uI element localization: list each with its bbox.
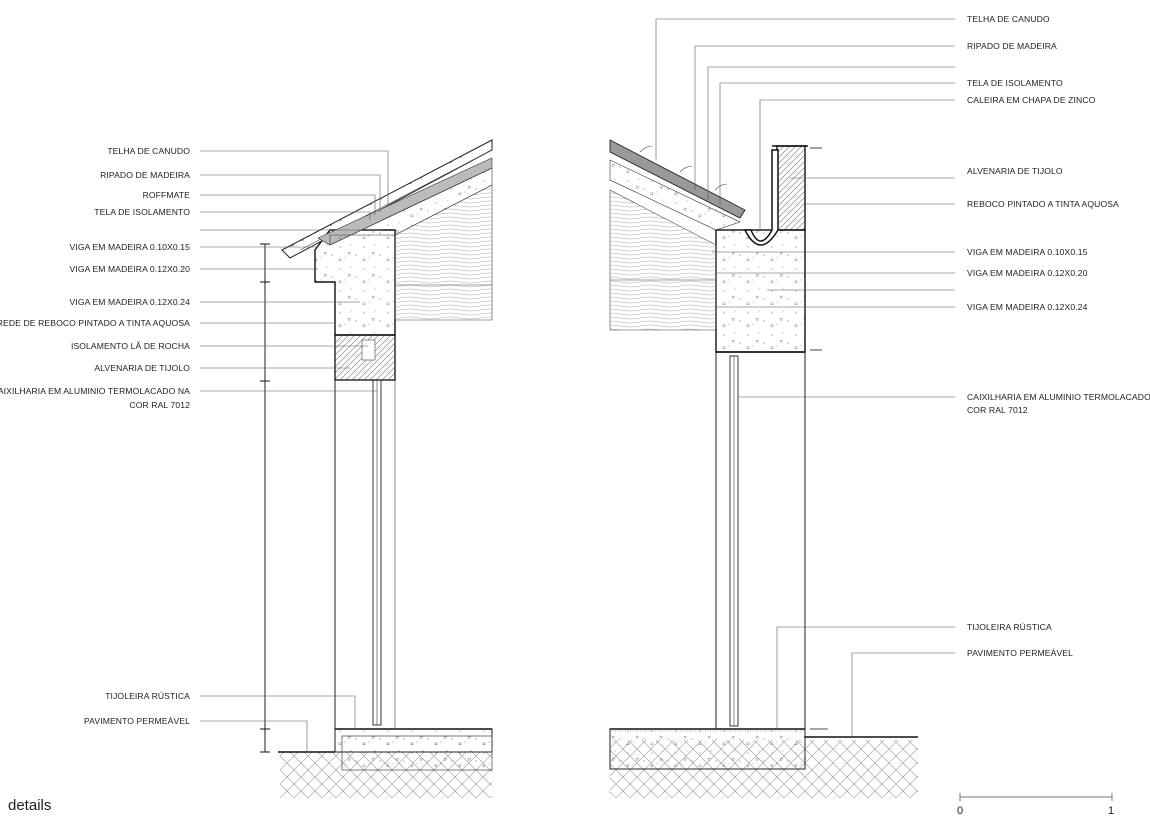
left-foundation [341, 735, 493, 771]
left-label-viga-015: VIGA EM MADEIRA 0.10X0.15 [70, 242, 191, 252]
right-roof-insulation [609, 159, 741, 231]
right-zinc-gutter [743, 149, 779, 246]
scale-end: 1 [1108, 805, 1114, 817]
right-label-tijoleira: TIJOLEIRA RÚSTICA [967, 622, 1052, 632]
right-label-viga-020: VIGA EM MADEIRA 0.12X0.20 [967, 268, 1088, 278]
left-label-pavimento: PAVIMENTO PERMEÁVEL [84, 716, 190, 726]
right-roof-tiles [609, 139, 746, 219]
scale-start: 0 [957, 805, 963, 817]
right-leaders [655, 18, 955, 737]
right-beam-block [715, 229, 806, 353]
right-detail [609, 139, 918, 798]
right-label-pavimento: PAVIMENTO PERMEÁVEL [967, 648, 1073, 658]
left-label-isolamento: ISOLAMENTO LÃ DE ROCHA [71, 341, 190, 351]
left-rockwool [361, 339, 376, 361]
left-label-parede: PAREDE DE REBOCO PINTADO A TINTA AQUOSA [0, 318, 190, 328]
right-label-caixilharia: CAIXILHARIA EM ALUMINIO TERMOLACADO NA [967, 392, 1150, 402]
right-label-tela: TELA DE ISOLAMENTO [967, 78, 1063, 88]
left-leaders [200, 150, 389, 752]
right-label-alvenaria: ALVENARIA DE TIJOLO [967, 166, 1063, 176]
scale-bar: 0 1 [957, 793, 1114, 817]
caption: details [8, 797, 52, 814]
left-roof-insulation [329, 167, 493, 246]
left-label-telha: TELHA DE CANUDO [107, 146, 190, 156]
right-parapet-brick [776, 145, 806, 231]
left-label-ripado: RIPADO DE MADEIRA [100, 170, 190, 180]
left-beam-block [314, 229, 396, 336]
level-markers [810, 147, 828, 738]
right-label-viga-024: VIGA EM MADEIRA 0.12X0.24 [967, 302, 1088, 312]
left-label-alvenaria: ALVENARIA DE TIJOLO [94, 363, 190, 373]
right-floor-slab [609, 728, 806, 770]
left-labels: TELHA DE CANUDO RIPADO DE MADEIRA ROFFMA… [0, 146, 190, 726]
left-label-cor-ral: COR RAL 7012 [129, 400, 190, 410]
right-label-ripado: RIPADO DE MADEIRA [967, 41, 1057, 51]
left-label-tela: TELA DE ISOLAMENTO [94, 207, 190, 217]
right-label-cor-ral: COR RAL 7012 [967, 405, 1028, 415]
left-label-viga-024: VIGA EM MADEIRA 0.12X0.24 [70, 297, 191, 307]
left-label-viga-020: VIGA EM MADEIRA 0.12X0.20 [70, 264, 191, 274]
right-label-viga-015: VIGA EM MADEIRA 0.10X0.15 [967, 247, 1088, 257]
left-detail [260, 139, 493, 798]
right-label-reboco: REBOCO PINTADO A TINTA AQUOSA [967, 199, 1119, 209]
right-label-telha: TELHA DE CANUDO [967, 14, 1050, 24]
left-label-roffmate: ROFFMATE [143, 190, 191, 200]
left-label-tijoleira: TIJOLEIRA RÚSTICA [105, 691, 190, 701]
right-labels: TELHA DE CANUDO RIPADO DE MADEIRA TELA D… [967, 14, 1150, 658]
right-label-caleira: CALEIRA EM CHAPA DE ZINCO [967, 95, 1096, 105]
right-ceiling-wood [609, 189, 717, 331]
left-label-caixilharia: CAIXILHARIA EM ALUMINIO TERMOLACADO NA [0, 386, 190, 396]
